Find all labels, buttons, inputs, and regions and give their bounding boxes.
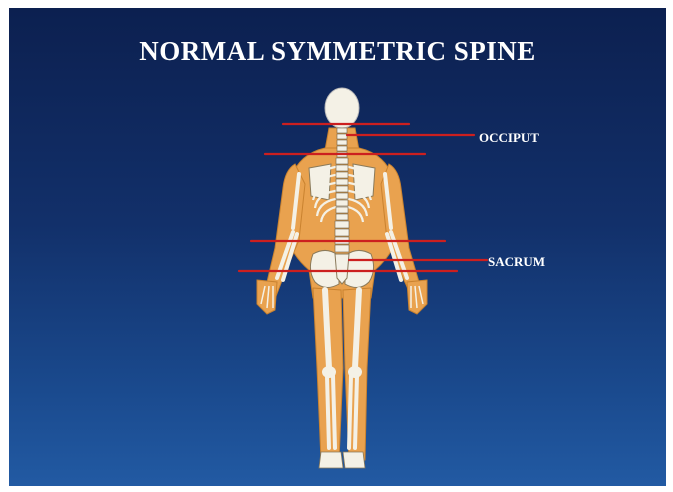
skull [325,88,359,128]
pelvis [310,250,373,287]
skeleton-figure [9,8,666,486]
feet [319,452,365,468]
spine [335,128,349,252]
sacrum-label: SACRUM [488,254,545,270]
slide: NORMAL SYMMETRIC SPINE [9,8,666,486]
occiput-label: OCCIPUT [479,130,539,146]
